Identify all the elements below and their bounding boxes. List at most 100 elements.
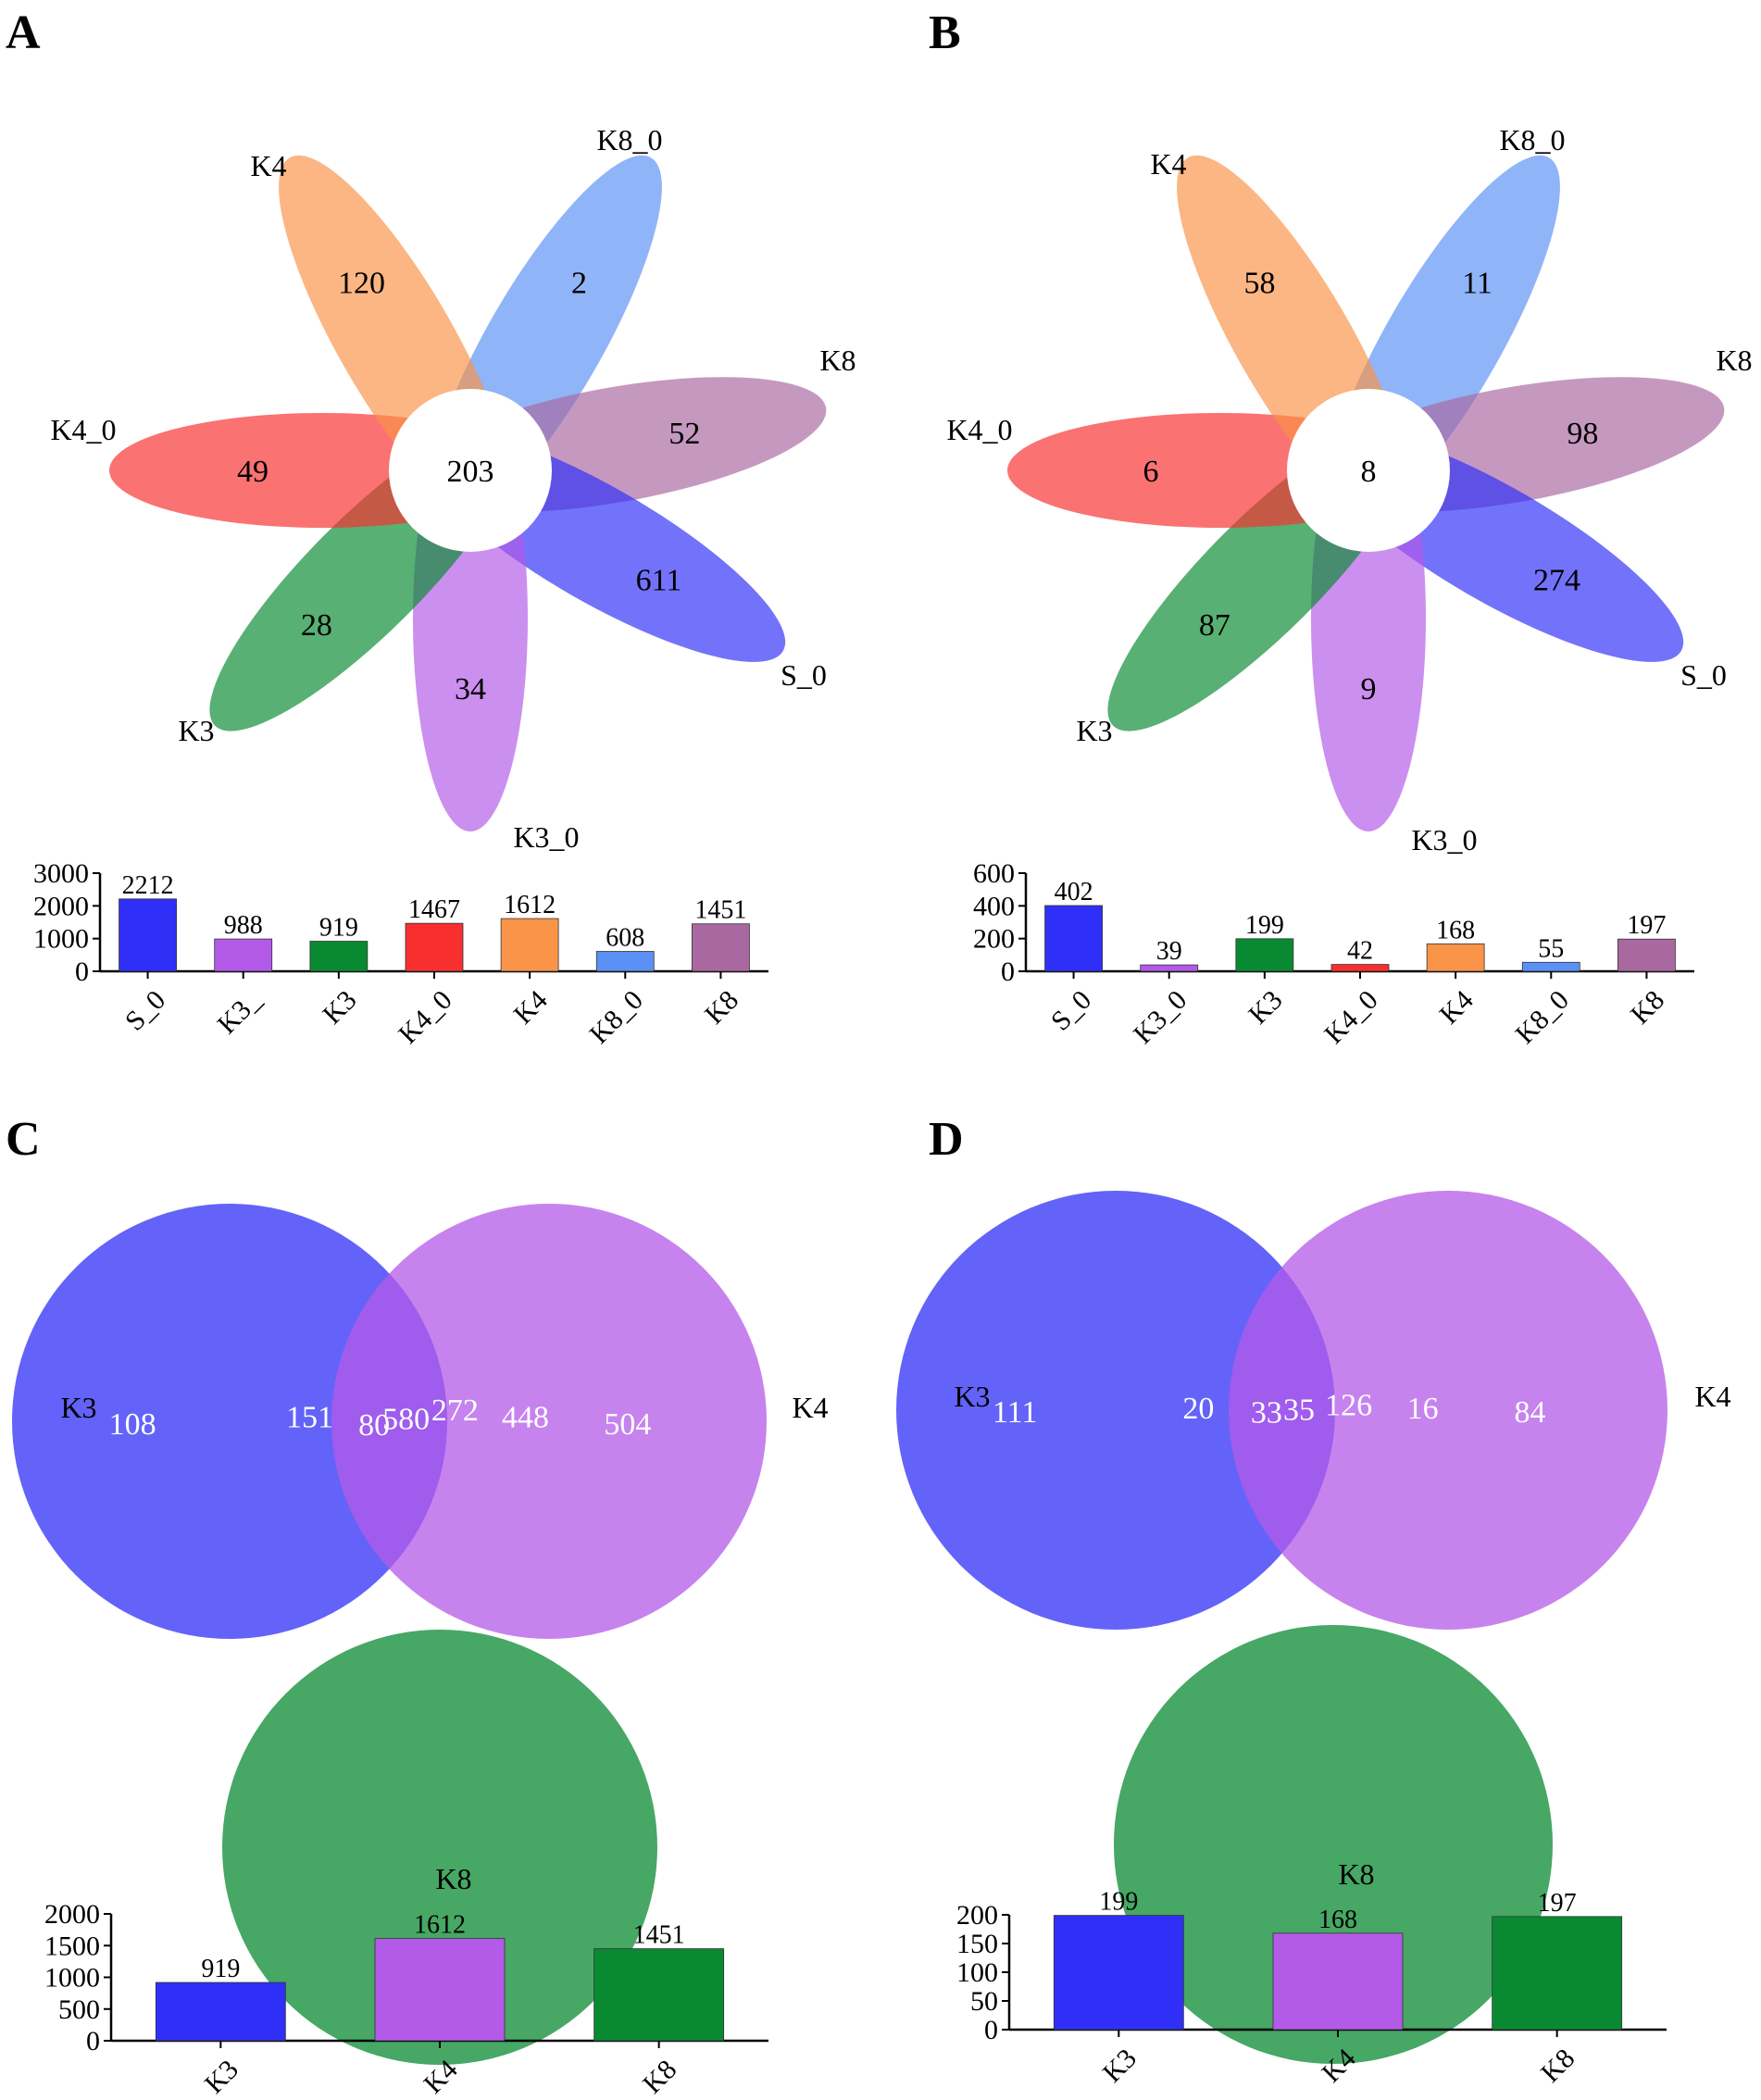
x-tick-label: S_0 xyxy=(119,984,171,1036)
x-tick-label: K4_0 xyxy=(393,984,457,1049)
region-count-only-a: 111 xyxy=(993,1395,1037,1430)
bar-value-label: 42 xyxy=(1347,937,1373,966)
region-count-only-a: 108 xyxy=(109,1407,156,1442)
bar-k3-0 xyxy=(1140,964,1199,972)
bar-k4 xyxy=(1272,1932,1404,2031)
region-count-only-c: 126 xyxy=(1325,1389,1372,1423)
region-count-only-c: 272 xyxy=(431,1394,479,1428)
set-label-k8-0: K8_0 xyxy=(596,123,662,156)
y-tick-label: 2000 xyxy=(44,1899,100,1930)
region-count-abc: 580 xyxy=(382,1403,430,1437)
unique-count-k3: 28 xyxy=(301,608,332,643)
y-tick-label: 200 xyxy=(973,924,1015,955)
venn-circle-k4 xyxy=(1229,1191,1667,1630)
region-count-ab: 33 xyxy=(1251,1396,1282,1431)
y-tick-label: 400 xyxy=(973,891,1015,921)
panel-a: A K8_0 K8 S_0 K3_0 K3 K4_0 K4 2032526113… xyxy=(6,6,856,1050)
venn-label-k3: K3 xyxy=(954,1380,990,1413)
y-tick-label: 600 xyxy=(973,858,1015,889)
venn-circle-k3 xyxy=(12,1204,447,1639)
x-tick-label: K3 xyxy=(317,984,362,1030)
panel-letter-a: A xyxy=(6,6,41,59)
panel-b: B K8_0 K8 S_0 K3_0 K3 K4_0 K4 8119827498… xyxy=(929,6,1753,1050)
y-tick-label: 0 xyxy=(86,2026,100,2056)
bar-value-label: 608 xyxy=(606,924,644,953)
unique-count-k8-0: 11 xyxy=(1462,266,1492,300)
region-count-only-b: 84 xyxy=(1515,1395,1546,1430)
set-label-k4: K4 xyxy=(250,149,286,182)
set-label-k3: K3 xyxy=(178,714,214,747)
set-label-k4: K4 xyxy=(1150,147,1186,181)
y-tick-label: 0 xyxy=(1001,956,1015,987)
set-label-s-0: S_0 xyxy=(781,658,827,692)
unique-count-k4-0: 49 xyxy=(237,455,269,489)
region-count-abc: 35 xyxy=(1283,1393,1315,1427)
bar-value-label: 197 xyxy=(1627,911,1666,940)
bar-value-label: 1451 xyxy=(694,896,746,925)
x-tick-label: K8_0 xyxy=(583,984,648,1049)
x-tick-label: K4 xyxy=(1434,984,1480,1030)
y-tick-label: 0 xyxy=(75,956,89,987)
y-tick-label: 150 xyxy=(956,1929,998,1959)
x-tick-label: K3_ xyxy=(211,984,268,1041)
bar-value-label: 919 xyxy=(201,1955,240,1983)
bar-k4 xyxy=(1426,943,1485,972)
set-label-k8: K8 xyxy=(819,344,856,377)
unique-count-k3-0: 34 xyxy=(455,672,486,706)
bar-k3 xyxy=(1053,1915,1184,2031)
unique-count-k4: 120 xyxy=(338,266,385,300)
bar-s-0 xyxy=(1044,905,1103,972)
venn-label-k4: K4 xyxy=(792,1391,828,1424)
core-count: 203 xyxy=(447,455,494,489)
bar-value-label: 1612 xyxy=(414,1911,466,1940)
bar-k4-0 xyxy=(1330,964,1390,972)
venn-label-k8: K8 xyxy=(1338,1857,1374,1891)
x-tick-label: K8_0 xyxy=(1509,984,1574,1049)
unique-count-k8: 98 xyxy=(1567,417,1598,451)
venn-label-k4: K4 xyxy=(1694,1380,1730,1413)
bar-k4 xyxy=(500,918,559,972)
bar-value-label: 199 xyxy=(1099,1888,1138,1917)
x-tick-label: K8 xyxy=(637,2054,682,2099)
panel-letter-d: D xyxy=(929,1113,964,1166)
unique-count-k3-0: 9 xyxy=(1361,672,1377,706)
x-tick-label: S_0 xyxy=(1045,984,1097,1036)
bar-value-label: 55 xyxy=(1538,934,1564,963)
bar-k8-0 xyxy=(1521,961,1580,972)
bar-k8-0 xyxy=(595,951,655,972)
unique-count-s-0: 274 xyxy=(1533,564,1580,598)
y-tick-label: 100 xyxy=(956,1957,998,1988)
y-tick-label: 50 xyxy=(970,1986,998,2017)
bar-k8 xyxy=(593,1948,725,2042)
bar-value-label: 1612 xyxy=(504,891,556,919)
venn-label-k8: K8 xyxy=(435,1862,471,1895)
region-count-ab: 80 xyxy=(358,1408,390,1443)
region-count-ac: 151 xyxy=(286,1400,333,1434)
x-tick-label: K8 xyxy=(699,984,744,1030)
bar-value-label: 197 xyxy=(1538,1889,1577,1918)
panel-letter-b: B xyxy=(929,6,961,59)
bar-value-label: 168 xyxy=(1436,916,1475,944)
venn-circle-k8 xyxy=(222,1630,657,2065)
bar-value-label: 199 xyxy=(1245,911,1284,940)
unique-count-k4: 58 xyxy=(1244,266,1276,300)
unique-count-k4-0: 6 xyxy=(1143,455,1159,489)
x-tick-label: K3_0 xyxy=(1128,984,1193,1049)
set-label-k4-0: K4_0 xyxy=(946,413,1012,446)
set-label-k8: K8 xyxy=(1716,344,1752,377)
bar-value-label: 1451 xyxy=(633,1921,685,1950)
unique-count-k8-0: 2 xyxy=(571,266,587,300)
bar-value-label: 988 xyxy=(224,911,263,940)
x-tick-label: K8 xyxy=(1535,2043,1580,2088)
panel-letter-c: C xyxy=(6,1113,41,1166)
bar-s-0 xyxy=(119,898,177,972)
x-tick-label: K4_0 xyxy=(1318,984,1383,1049)
set-label-s-0: S_0 xyxy=(1680,658,1727,692)
x-tick-label: K3 xyxy=(1243,984,1288,1030)
y-tick-label: 1000 xyxy=(44,1963,100,1994)
